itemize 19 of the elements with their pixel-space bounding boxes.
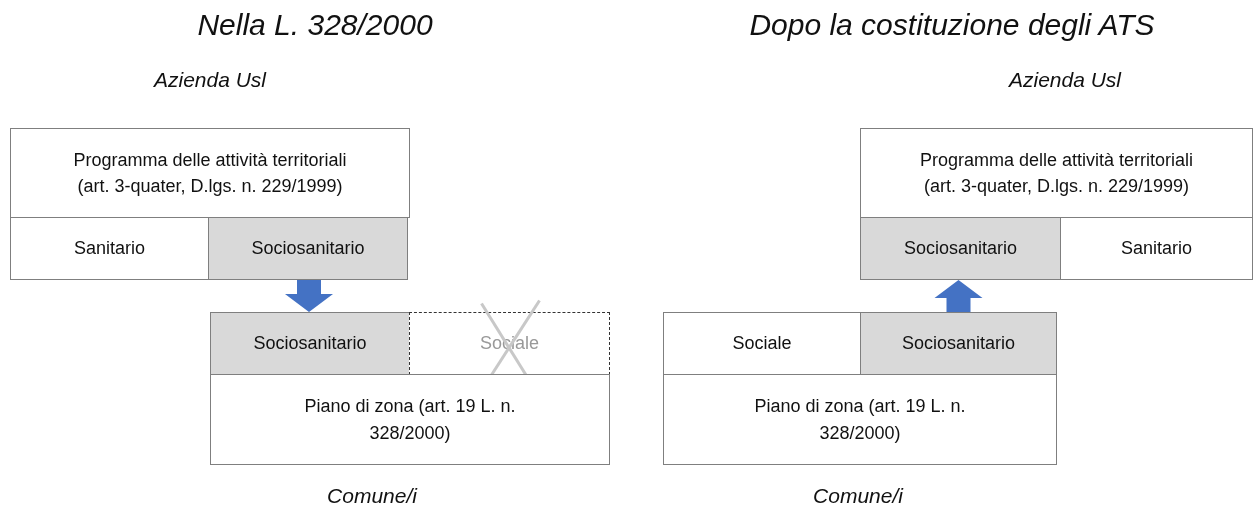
organization-label: Comune/i xyxy=(813,484,903,508)
text-box: Sanitario xyxy=(1060,217,1253,280)
panel-title: Dopo la costituzione degli ATS xyxy=(749,8,1155,42)
text-box: Programma delle attività territoriali (art. 3-quater, D.lgs. n. 229/1999) xyxy=(10,128,410,218)
shaded-box: Sociosanitario xyxy=(208,217,408,280)
block-arrow xyxy=(934,280,983,312)
panel-title: Nella L. 328/2000 xyxy=(197,8,433,42)
block-arrow xyxy=(285,280,333,312)
text-box: Piano di zona (art. 19 L. n. 328/2000) xyxy=(663,374,1057,465)
shaded-box: Sociosanitario xyxy=(860,312,1057,375)
text-box: Piano di zona (art. 19 L. n. 328/2000) xyxy=(210,374,610,465)
text-box: Sociale xyxy=(663,312,861,375)
organization-label: Azienda Usl xyxy=(153,68,267,92)
text-box: Programma delle attività territoriali (art. 3-quater, D.lgs. n. 229/1999) xyxy=(860,128,1253,218)
text-box: Sanitario xyxy=(10,217,209,280)
shaded-box: Sociosanitario xyxy=(860,217,1061,280)
organization-label: Comune/i xyxy=(327,484,417,508)
shaded-box: Sociosanitario xyxy=(210,312,410,375)
organization-label: Azienda Usl xyxy=(1008,68,1122,92)
